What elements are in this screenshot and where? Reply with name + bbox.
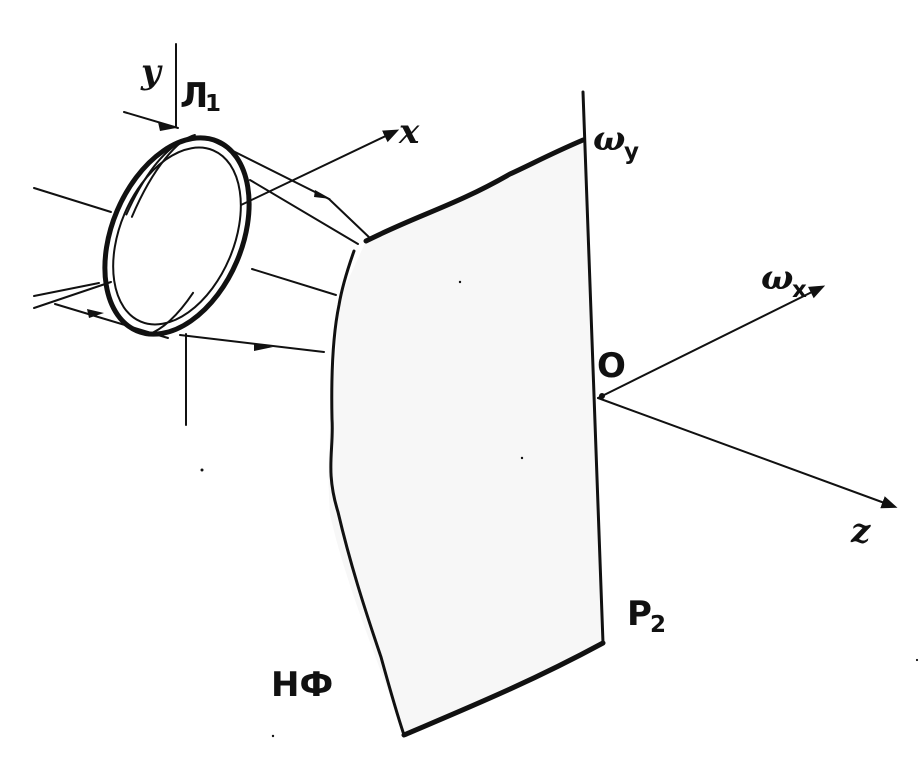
incoming-ray-left-lower-b [33, 281, 112, 309]
lens-shading-right [145, 291, 195, 337]
omega-x-label: ω [761, 258, 793, 298]
origin-point [599, 393, 605, 399]
plane-p2-right-edge [581, 90, 605, 645]
upper-ray-to-filter [210, 139, 330, 200]
lens-outer-rim [102, 135, 252, 337]
lens-inner-rim [112, 146, 242, 326]
scan-speck [520, 456, 524, 460]
origin-label: O [597, 346, 626, 386]
z-axis [597, 397, 898, 509]
scan-speck [915, 658, 919, 662]
scan-specks [200, 280, 919, 738]
lens-l1 [102, 133, 252, 337]
y-axis-label: y [140, 52, 163, 92]
plane-p2-label-subscript: 2 [650, 612, 666, 638]
x-axis-label: x [398, 112, 420, 152]
incoming-ray-top [123, 111, 179, 129]
plane-p2-label: P [627, 594, 652, 634]
omega-x-axis [597, 285, 826, 399]
upper-ray-to-filter-end [328, 198, 373, 241]
z-axis-label: z [850, 511, 871, 551]
lens-assembly: y Л 1 x [33, 43, 420, 426]
middle-ray-to-filter [251, 268, 337, 296]
filter-plane: ω y ω x O z P 2 НФ [271, 90, 898, 738]
incoming-ray-top-arrowhead [158, 122, 176, 131]
lens-shading-left-2 [125, 139, 184, 216]
omega-y-label-subscript: y [624, 139, 639, 165]
filter-label: НФ [271, 665, 333, 705]
incoming-ray-left-lower-a [33, 282, 100, 297]
lens-label-subscript: 1 [205, 91, 221, 117]
omega-y-label: ω [593, 119, 625, 159]
scan-speck [200, 468, 204, 472]
x-axis [240, 129, 400, 206]
bottom-ray-arrowhead [254, 344, 273, 351]
filter-top-edge [363, 137, 586, 244]
omega-x-label-subscript: x [792, 277, 807, 303]
incoming-ray-left-upper [33, 187, 112, 213]
lens-shading-left-1 [130, 133, 196, 218]
lens-label: Л [180, 76, 208, 116]
scan-speck [458, 280, 462, 284]
incoming-ray-bottom-arrowhead [87, 309, 104, 318]
bottom-ray-to-filter [179, 334, 325, 353]
upper-secondary-ray [249, 179, 359, 245]
scan-speck [271, 734, 275, 738]
filter-left-edge [329, 249, 406, 737]
filter-bottom-edge [401, 640, 606, 738]
upper-ray-arrowhead [314, 190, 331, 199]
filter-plane-fill [328, 140, 603, 735]
